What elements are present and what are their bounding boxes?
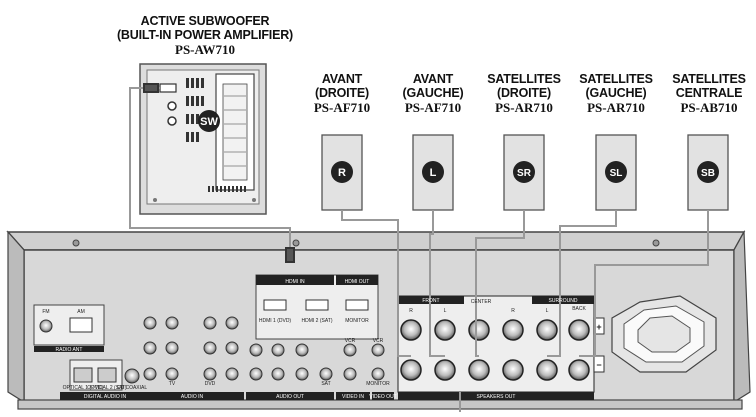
panel-footer-bars: [140, 392, 394, 400]
speaker-wires: [341, 210, 709, 412]
speakers-out-block: [397, 295, 605, 400]
subwoofer-label-line2: (BUILT-IN POWER AMPLIFIER): [116, 28, 294, 42]
sw-badge-circle: [198, 110, 220, 132]
speaker-label-surround-left: SATELLITES (GAUCHE) PS-AR710: [579, 72, 653, 115]
subwoofer-label: ACTIVE SUBWOOFER (BUILT-IN POWER AMPLIFI…: [100, 14, 310, 57]
fan-grille: [611, 295, 717, 373]
speaker-label-surround-right: SATELLITES (DROITE) PS-AR710: [487, 72, 561, 115]
subwoofer-label-line1: ACTIVE SUBWOOFER: [140, 14, 270, 28]
rca-jack-grid: [143, 316, 385, 381]
radio-ant-block: [33, 304, 105, 352]
subwoofer-model: PS-AW710: [175, 42, 235, 57]
speaker-label-surround-back: SATELLITES CENTRALE PS-AB710: [672, 72, 746, 115]
subwoofer-unit: [139, 63, 267, 215]
digital-audio-in-block: [60, 359, 150, 400]
hdmi-block: [255, 274, 379, 340]
speaker-badge-circles: [331, 161, 719, 183]
speaker-label-front-left: AVANT (GAUCHE) PS-AF710: [402, 72, 464, 115]
subwoofer-cable: [129, 83, 295, 263]
speaker-label-front-right: AVANT (DROITE) PS-AF710: [313, 72, 371, 115]
